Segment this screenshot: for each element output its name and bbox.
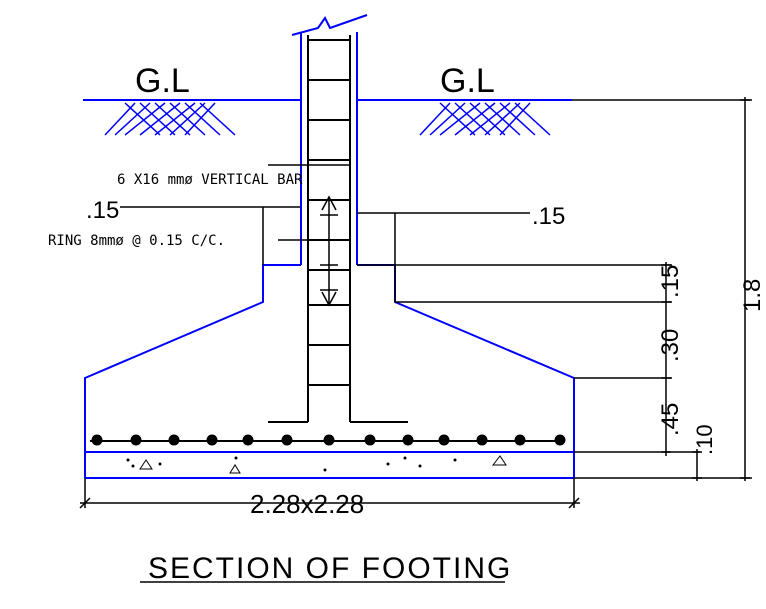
dim-blinding: .10: [692, 424, 717, 455]
soil-hatch-right: [419, 102, 551, 136]
note-leaders: [120, 164, 530, 302]
dim-base: .45: [657, 403, 684, 436]
vertical-bar-note: 6 X16 mmø VERTICAL BAR: [117, 172, 303, 188]
ground-label-right: G.L: [440, 62, 495, 100]
dimension-line-width: [79, 478, 580, 509]
blinding-concrete-hatch: [126, 455, 507, 474]
column-reinforcement: [268, 35, 408, 423]
dim-slope: .30: [657, 329, 684, 362]
dim-left-offset: .15: [86, 197, 119, 224]
dimension-lines-right: [357, 97, 752, 481]
dim-neck: .15: [657, 265, 684, 298]
footing-size: 2.28x2.28: [250, 489, 364, 519]
soil-hatch-left: [104, 102, 236, 136]
drawing-title: SECTION OF FOOTING: [148, 552, 512, 585]
dim-right-offset: .15: [532, 203, 565, 230]
dim-total-depth: 1.8: [739, 279, 766, 312]
ring-note: RING 8mmø @ 0.15 C/C.: [48, 233, 225, 249]
bottom-mesh-bars: [90, 434, 566, 446]
ring-spacing-arrows: [320, 195, 338, 307]
ground-label-left: G.L: [135, 62, 190, 100]
